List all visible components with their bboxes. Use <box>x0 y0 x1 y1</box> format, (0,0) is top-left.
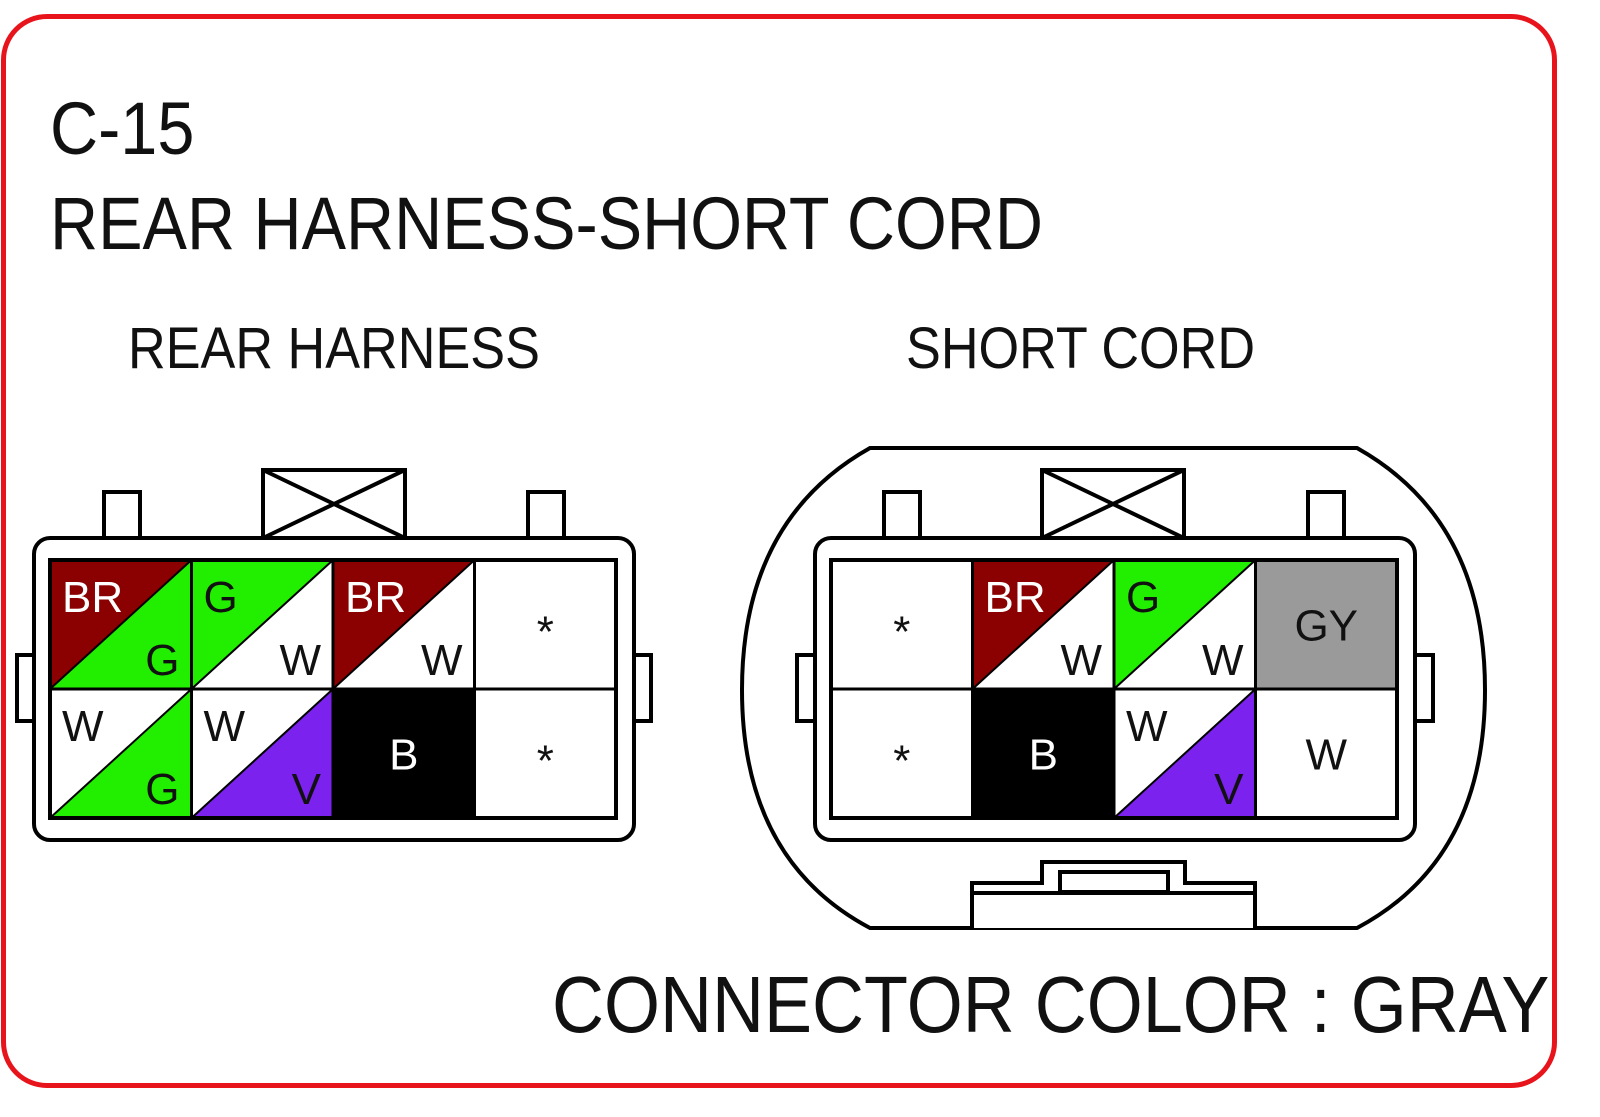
oval-shell <box>739 446 1488 930</box>
wire-color-label: BR <box>345 573 406 622</box>
pin-cell: B <box>972 689 1114 818</box>
pin-cell: * <box>831 689 973 818</box>
unused-pin-mark: * <box>893 608 910 657</box>
wire-color-label: W <box>62 702 104 751</box>
stripe-color-label: V <box>292 765 322 814</box>
pin-cell: GW <box>190 559 334 690</box>
rear-harness-connector <box>15 468 653 842</box>
side-tab-right <box>632 653 653 723</box>
side-tab-left <box>795 653 817 723</box>
connector-color-note: CONNECTOR COLOR : GRAY <box>552 960 1550 1049</box>
unused-pin-mark: * <box>537 608 554 657</box>
pin-cell: WG <box>49 688 193 819</box>
stripe-color-label: G <box>145 636 179 685</box>
side-tab-left <box>15 653 36 723</box>
unused-pin-mark: * <box>893 737 910 786</box>
pin-cell: B <box>333 689 475 818</box>
pin-grid-border <box>48 558 618 820</box>
wire-color-label: W <box>204 702 246 751</box>
wire-color-label: G <box>1126 573 1160 622</box>
wire-color-label: B <box>389 731 418 780</box>
diagram-frame <box>1 14 1557 1088</box>
pin-cell: * <box>474 560 616 689</box>
latch-cross <box>1041 468 1185 540</box>
wire-color-label: BR <box>62 573 123 622</box>
pin-cell: WV <box>1113 688 1257 819</box>
latch-cross <box>262 468 406 540</box>
pin-cell: * <box>474 689 616 818</box>
stripe-color-label: G <box>145 765 179 814</box>
top-pin-right <box>526 490 566 540</box>
pin-cell: WV <box>190 688 334 819</box>
pin-cell: GW <box>1113 559 1257 690</box>
stripe-color-label: W <box>1060 636 1102 685</box>
stripe-color-label: W <box>279 636 321 685</box>
connector-code: C-15 <box>50 87 195 170</box>
pin-cell: BR W <box>971 559 1115 690</box>
top-pin-left <box>102 490 142 540</box>
unused-pin-mark: * <box>537 737 554 786</box>
pin-cell: GY <box>1255 560 1397 689</box>
top-pin-left <box>882 490 922 540</box>
wire-color-label: GY <box>1294 602 1358 651</box>
pin-grid-border <box>829 558 1399 820</box>
top-pin-right <box>1306 490 1346 540</box>
stripe-color-label: W <box>421 636 463 685</box>
pin-cell: W <box>1255 689 1397 818</box>
pin-cell: * <box>831 560 973 689</box>
wire-color-label: W <box>1126 702 1168 751</box>
side-tab-right <box>1413 653 1435 723</box>
pin-cell: BR G <box>49 559 193 690</box>
wire-color-label: BR <box>985 573 1046 622</box>
pin-cell: BR W <box>332 559 476 690</box>
bottom-key-slot <box>1058 870 1170 894</box>
rear-harness-label: REAR HARNESS <box>128 316 540 381</box>
stripe-color-label: V <box>1214 765 1244 814</box>
wire-color-label: B <box>1029 731 1058 780</box>
wire-color-label: W <box>1305 731 1347 780</box>
wire-color-label: G <box>204 573 238 622</box>
stripe-color-label: W <box>1202 636 1244 685</box>
short-cord-label: SHORT CORD <box>906 316 1256 381</box>
connector-title: REAR HARNESS-SHORT CORD <box>50 182 1043 265</box>
